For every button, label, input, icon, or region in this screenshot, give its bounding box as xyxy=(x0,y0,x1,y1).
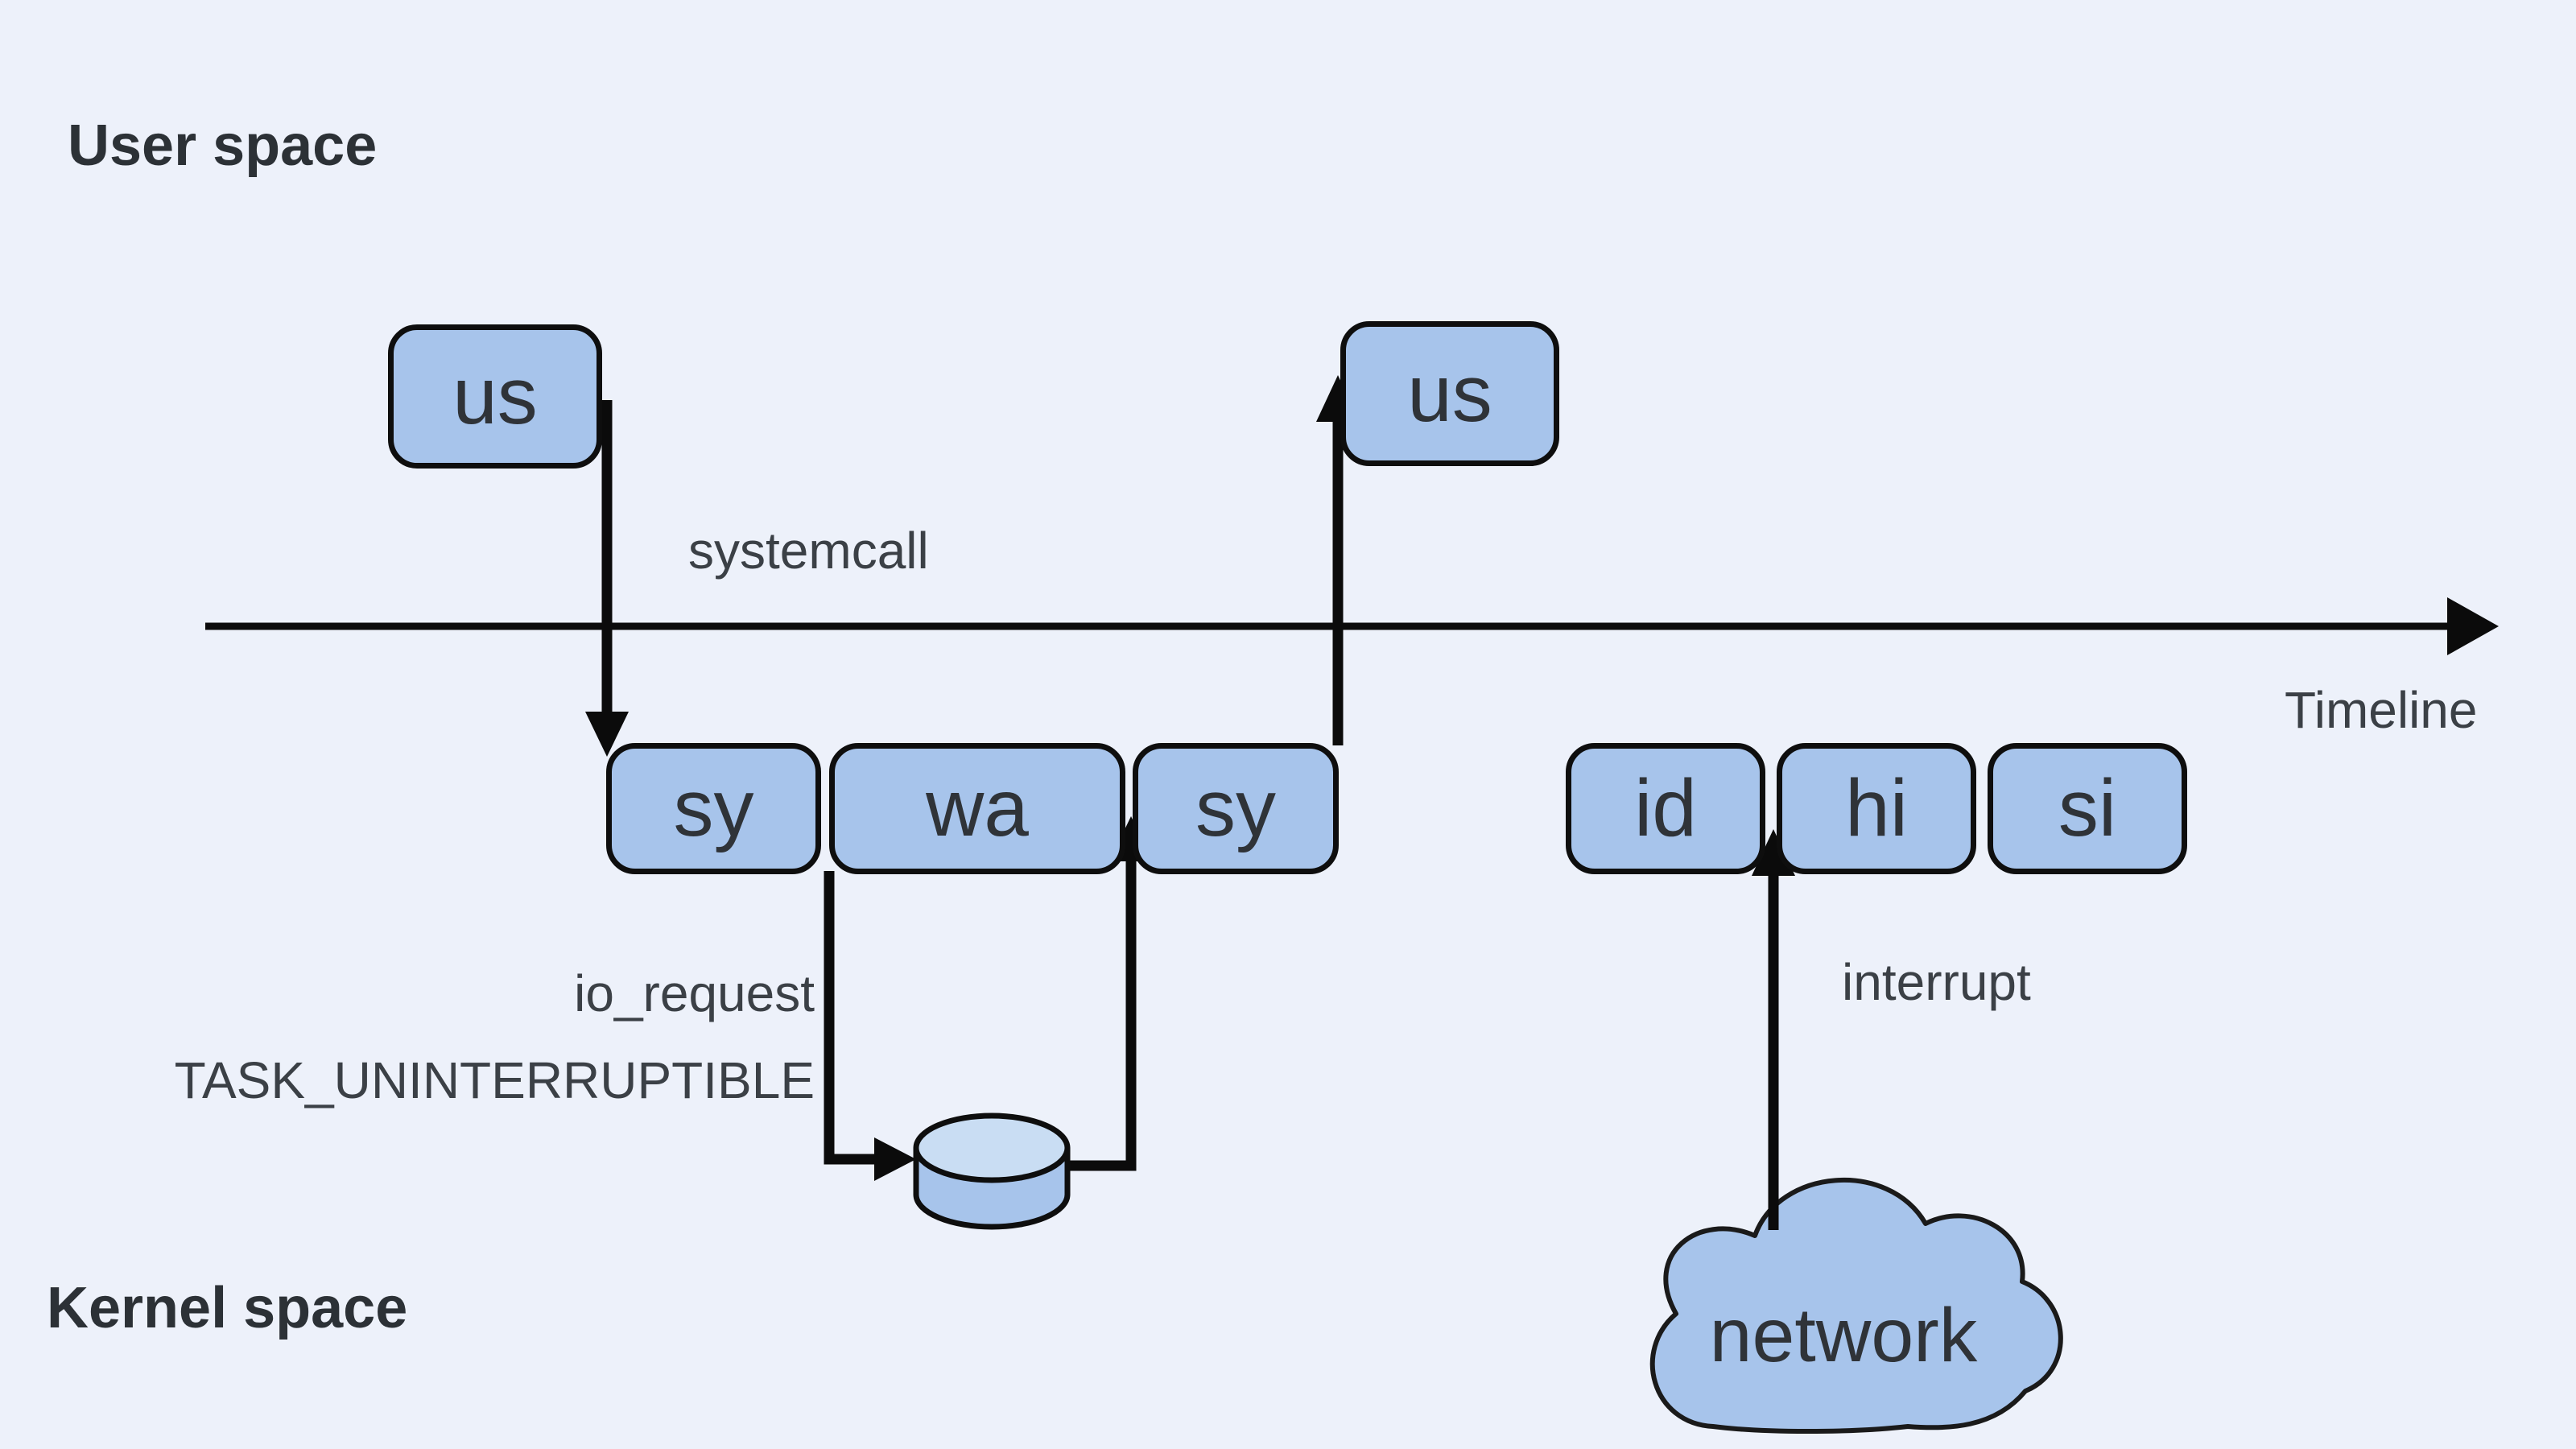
kernel-space-label: Kernel space xyxy=(47,1276,408,1340)
softirq-state-box: si xyxy=(1988,743,2187,874)
systemcall-arrow xyxy=(585,400,629,757)
idle-state-box: id xyxy=(1566,743,1765,874)
disk-cylinder xyxy=(913,1113,1071,1230)
interrupt-arrow xyxy=(1752,829,1795,1230)
user-state-box-2: us xyxy=(1340,321,1559,466)
timeline-arrow xyxy=(205,597,2499,655)
sys-state-box-1: sy xyxy=(606,743,821,874)
network-cloud-shape xyxy=(1649,1178,2063,1434)
hardirq-state-box: hi xyxy=(1777,743,1976,874)
task-uninterruptible-label: TASK_UNINTERRUPTIBLE xyxy=(174,1051,815,1109)
systemcall-label: systemcall xyxy=(688,522,929,580)
hardirq-state-box-label: hi xyxy=(1845,763,1908,853)
user-state-box-2-label: us xyxy=(1407,348,1492,439)
wait-state-box: wa xyxy=(829,743,1125,874)
io-request-label: io_request xyxy=(574,964,815,1022)
sys-state-box-2-label: sy xyxy=(1195,763,1276,853)
network-cloud-label: network xyxy=(1709,1293,1978,1378)
user-space-label: User space xyxy=(68,114,378,178)
sys-state-box-1-label: sy xyxy=(673,763,754,853)
interrupt-label: interrupt xyxy=(1842,953,2031,1011)
softirq-state-box-label: si xyxy=(2058,763,2117,853)
io-request-arrow xyxy=(824,871,916,1181)
user-state-box-1-label: us xyxy=(452,351,538,441)
user-state-box-1: us xyxy=(388,324,602,469)
wait-state-box-label: wa xyxy=(926,763,1029,853)
sys-state-box-2: sy xyxy=(1133,743,1339,874)
idle-state-box-label: id xyxy=(1634,763,1697,853)
timeline-label: Timeline xyxy=(2285,681,2478,739)
